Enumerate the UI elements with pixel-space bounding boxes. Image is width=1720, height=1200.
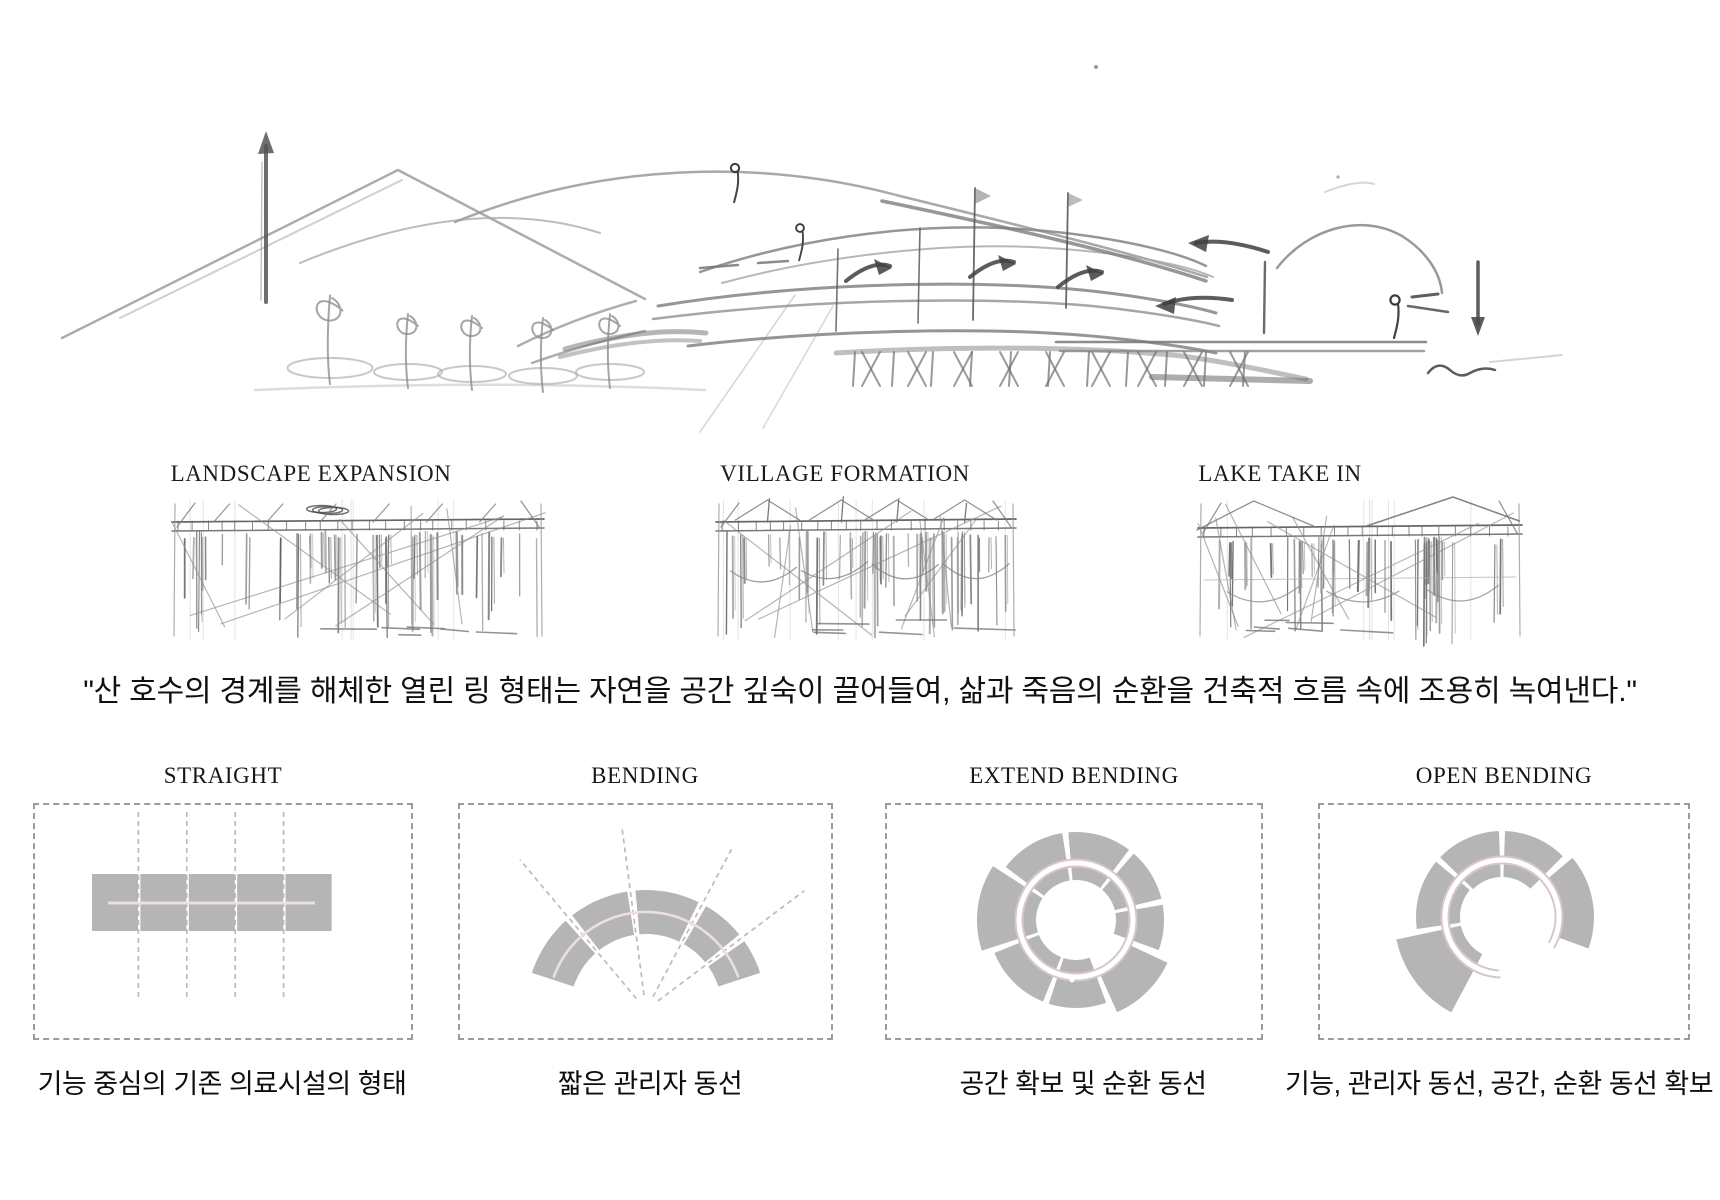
diagram-caption-open-bending: 기능, 관리자 동선, 공간, 순환 동선 확보	[1284, 1069, 1714, 1099]
elevation-sketch-landscape-expansion	[171, 499, 546, 641]
diagram-caption-extend-bending: 공간 확보 및 순환 동선	[959, 1069, 1207, 1099]
elevation-sketch-village-formation	[715, 496, 1017, 641]
diagram-title-bending: BENDING	[591, 763, 699, 788]
concept-label-village-formation: VILLAGE FORMATION	[720, 461, 970, 486]
diagram-box-bending	[458, 803, 833, 1040]
diagram-box-straight	[33, 803, 413, 1040]
concept-label-lake-take-in: LAKE TAKE IN	[1198, 461, 1362, 486]
diagram-caption-bending: 짧은 관리자 동선	[557, 1069, 743, 1099]
diagram-title-straight: STRAIGHT	[163, 763, 283, 788]
concept-quote: "산 호수의 경계를 해체한 열린 링 형태는 자연을 공간 깊숙이 끌어들여,…	[83, 675, 1637, 708]
diagram-caption-straight: 기능 중심의 기존 의료시설의 형태	[37, 1069, 407, 1099]
diagram-title-open-bending: OPEN BENDING	[1415, 763, 1593, 788]
diagram-box-extend-bending	[885, 803, 1263, 1040]
straight-diagram	[92, 812, 332, 1000]
elevation-sketch-lake-take-in	[1196, 496, 1523, 647]
open-bending-diagram	[1396, 831, 1594, 1013]
extend-bending-diagram	[977, 832, 1168, 1013]
hero-concept-sketch	[60, 65, 1563, 433]
diagram-box-open-bending	[1318, 803, 1690, 1040]
diagram-title-extend-bending: EXTEND BENDING	[969, 763, 1179, 788]
bending-diagram	[519, 825, 805, 1002]
concept-label-landscape-expansion: LANDSCAPE EXPANSION	[170, 461, 452, 486]
